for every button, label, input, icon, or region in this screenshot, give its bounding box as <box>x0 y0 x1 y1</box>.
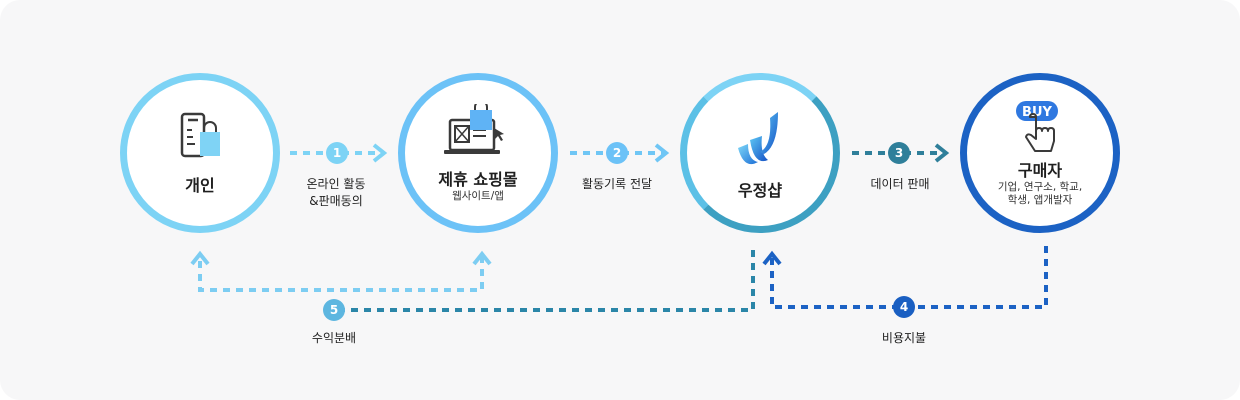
step-label-1-line2: &판매동의 <box>309 194 363 208</box>
step-badge-1: 1 <box>326 142 348 164</box>
arrow-4-head <box>762 250 782 266</box>
step-badge-4: 4 <box>893 296 915 318</box>
node-woojung-title: 우정샵 <box>737 181 783 200</box>
buy-click-icon: BUY <box>1016 101 1058 152</box>
node-buyer: BUY 구매자 기업, 연구소, 학교, 학생, 앱개발자 <box>960 73 1120 233</box>
step-label-1: 온라인 활동 &판매동의 <box>296 176 376 210</box>
node-buyer-title: 구매자 <box>1017 161 1063 180</box>
buy-text: BUY <box>1022 105 1052 120</box>
step-label-5: 수익분배 <box>311 331 357 345</box>
step-label-2: 활동기록 전달 <box>581 177 653 191</box>
arrow-1-head <box>372 143 388 163</box>
node-buyer-sub-1: 기업, 연구소, 학교, <box>997 181 1083 193</box>
arrow-3-head <box>934 143 950 163</box>
step-badge-2: 2 <box>606 142 628 164</box>
node-buyer-sub-2: 학생, 앱개발자 <box>1007 194 1073 206</box>
node-partner-mall: 제휴 쇼핑몰 웹사이트/앱 <box>398 73 558 233</box>
node-personal-title: 개인 <box>185 176 215 195</box>
step-label-4: 비용지불 <box>881 331 927 345</box>
arrow-5-branch <box>198 256 484 292</box>
step-label-1-line1: 온라인 활동 <box>306 177 366 191</box>
arrow-5-head-personal <box>190 250 210 266</box>
step-badge-5: 5 <box>323 299 345 321</box>
node-personal: 개인 <box>120 73 280 233</box>
node-partner-title: 제휴 쇼핑몰 <box>438 169 518 189</box>
step-label-3: 데이터 판매 <box>870 177 930 191</box>
node-partner-sub: 웹사이트/앱 <box>452 189 504 202</box>
node-woojung-shop: 우정샵 <box>680 73 840 233</box>
woojung-logo-icon <box>738 112 778 165</box>
phone-shopping-bag-icon <box>180 112 220 158</box>
step-badge-3: 3 <box>888 142 910 164</box>
arrow-5-head-partner <box>472 250 492 266</box>
arrow-2-head <box>654 143 670 163</box>
laptop-cart-icon <box>444 103 504 154</box>
arrow-5-main <box>345 250 755 312</box>
